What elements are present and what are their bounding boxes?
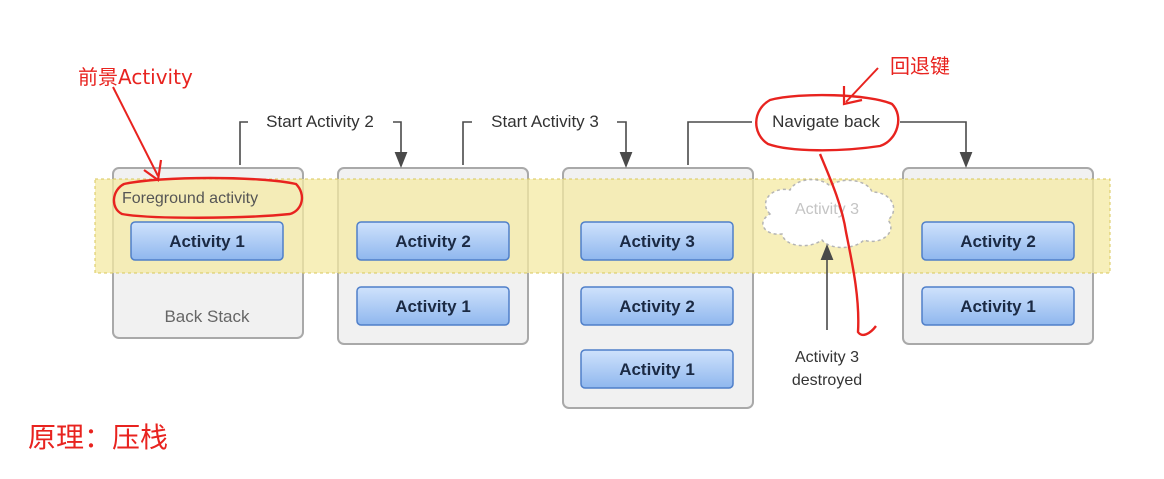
start-activity-3-connector bbox=[462, 121, 472, 165]
destroyed-activity-cloud bbox=[762, 178, 895, 249]
activity-box: Activity 1 bbox=[356, 286, 510, 326]
back-key-scribble bbox=[818, 153, 877, 337]
activity-box: Activity 2 bbox=[356, 221, 510, 261]
svg-text:Activity 2: Activity 2 bbox=[395, 232, 471, 251]
activity-box: Activity 1 bbox=[921, 286, 1075, 326]
back-stack-label: Back Stack bbox=[164, 307, 250, 326]
activity-box: Activity 2 bbox=[921, 221, 1075, 261]
start-activity-2-label: Start Activity 2 bbox=[266, 112, 374, 131]
activity-box: Activity 1 bbox=[130, 221, 284, 261]
svg-text:Activity 1: Activity 1 bbox=[395, 297, 471, 316]
navigate-back-highlight-ellipse bbox=[755, 93, 900, 152]
start-activity-3-arrow bbox=[617, 121, 633, 168]
svg-text:Activity 1: Activity 1 bbox=[169, 232, 245, 251]
svg-text:Activity 1: Activity 1 bbox=[619, 360, 695, 379]
activity-box: Activity 3 bbox=[580, 221, 734, 261]
destroyed-caption-line1: Activity 3 bbox=[795, 349, 859, 366]
svg-text:Activity 2: Activity 2 bbox=[619, 297, 695, 316]
principle-annotation: 原理：压栈 bbox=[28, 421, 169, 454]
foreground-pointer-line bbox=[112, 86, 159, 177]
navigate-back-arrow bbox=[900, 121, 973, 168]
destroyed-activity-ghost-label: Activity 3 bbox=[795, 201, 859, 218]
foreground-activity-label: Foreground activity bbox=[122, 190, 258, 207]
start-activity-2-connector bbox=[239, 121, 248, 165]
navigate-back-label: Navigate back bbox=[772, 112, 880, 131]
start-activity-3-label: Start Activity 3 bbox=[491, 112, 599, 131]
svg-text:Activity 1: Activity 1 bbox=[960, 297, 1036, 316]
back-key-annotation: 回退键 bbox=[890, 54, 950, 78]
destroyed-caption-line2: destroyed bbox=[792, 372, 862, 389]
back-key-pointer-head bbox=[842, 86, 863, 106]
navigate-back-connector bbox=[687, 121, 752, 165]
start-activity-2-arrow bbox=[393, 121, 408, 168]
foreground-highlight-ellipse bbox=[112, 176, 304, 219]
foreground-annotation: 前景Activity bbox=[78, 65, 193, 89]
activity-box: Activity 1 bbox=[580, 349, 734, 389]
svg-text:Activity 3: Activity 3 bbox=[619, 232, 695, 251]
activity-box: Activity 2 bbox=[580, 286, 734, 326]
svg-text:Activity 2: Activity 2 bbox=[960, 232, 1036, 251]
